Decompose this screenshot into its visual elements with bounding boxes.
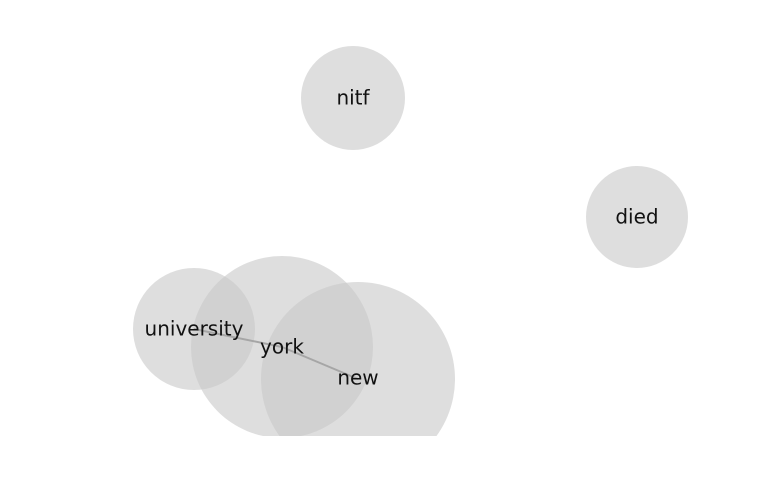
edge-university-york (193, 328, 283, 348)
node-circles-layer (133, 46, 688, 476)
node-circle-new[interactable] (261, 282, 455, 476)
node-labels-layer: nitf died university york new (145, 86, 659, 390)
edge-york-new (281, 346, 359, 380)
node-circle-died[interactable] (586, 166, 688, 268)
node-label-new: new (337, 366, 378, 390)
node-label-york: york (260, 335, 304, 359)
node-label-nitf: nitf (336, 86, 370, 110)
node-circle-nitf[interactable] (301, 46, 405, 150)
node-label-died: died (615, 205, 658, 229)
edges-layer (193, 328, 359, 380)
node-label-university: university (145, 317, 244, 341)
